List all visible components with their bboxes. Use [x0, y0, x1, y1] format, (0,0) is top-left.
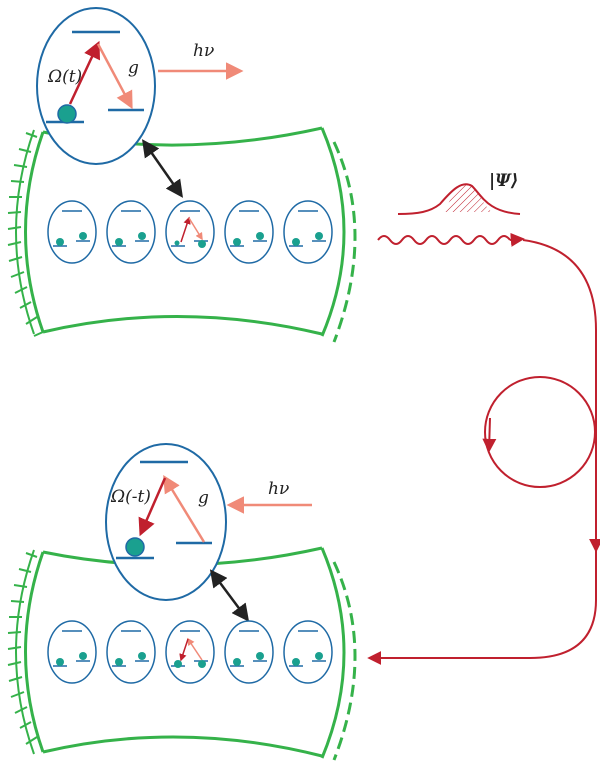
label-coupling-bottom: g: [198, 488, 209, 508]
top-atom-population: [57, 104, 77, 124]
top-enlarged-atom: [36, 7, 156, 165]
label-rabi-bottom: Ω(-t): [110, 487, 151, 507]
bottom-left-mirror-outer: [15, 549, 35, 755]
bottom-drive-arrow: [138, 477, 167, 537]
top-emission-arrow: [96, 43, 133, 110]
top-small-atom: [283, 200, 333, 264]
bottom-atom-array: [47, 620, 333, 684]
bottom-atom-population: [125, 537, 145, 557]
top-atom-array: [47, 200, 333, 264]
top-right-mirror: [320, 127, 346, 337]
bottom-cavity-lower-arc: [42, 735, 323, 758]
fiber-upper-curve: [522, 239, 597, 440]
bottom-small-atom: [283, 620, 333, 684]
wavy-photon-arrowhead: [509, 232, 525, 247]
label-photon-top: hν: [193, 41, 214, 61]
bottom-left-mirror: [24, 551, 45, 753]
fiber-loop-arrow: [482, 417, 497, 453]
top-left-mirror: [24, 131, 45, 333]
bottom-right-mirror-dashed: [332, 561, 357, 761]
bottom-coupling-arrow: [209, 569, 250, 622]
top-small-atom: [47, 200, 97, 264]
bottom-absorption-arrow: [163, 475, 206, 543]
label-photon-bottom: hν: [268, 479, 289, 499]
top-cavity-lower-arc: [42, 314, 323, 336]
top-right-mirror-dashed: [332, 141, 357, 343]
bottom-enlarged-atom: [105, 443, 227, 601]
label-state: |Ψ⟩: [489, 171, 518, 191]
fiber-lower-curve: [367, 548, 597, 665]
photon-channel: [367, 183, 600, 665]
bottom-small-atom-active: [165, 620, 215, 684]
wavy-photon: [377, 235, 511, 245]
bottom-right-mirror: [320, 547, 346, 759]
top-small-atom: [224, 200, 274, 264]
wave-packet-envelope: [397, 183, 521, 215]
bottom-small-atom: [106, 620, 156, 684]
fiber-loop: [484, 376, 596, 488]
bottom-small-atom: [224, 620, 274, 684]
wave-packet-hatch: [445, 184, 492, 212]
top-left-mirror-outer: [15, 129, 35, 335]
label-rabi-top: Ω(t): [47, 67, 82, 87]
top-drive-arrow: [68, 40, 101, 105]
bottom-small-atom: [47, 620, 97, 684]
top-small-atom-active: [165, 200, 215, 264]
top-coupling-arrow: [141, 139, 184, 198]
top-small-atom: [106, 200, 156, 264]
label-coupling-top: g: [128, 58, 139, 78]
